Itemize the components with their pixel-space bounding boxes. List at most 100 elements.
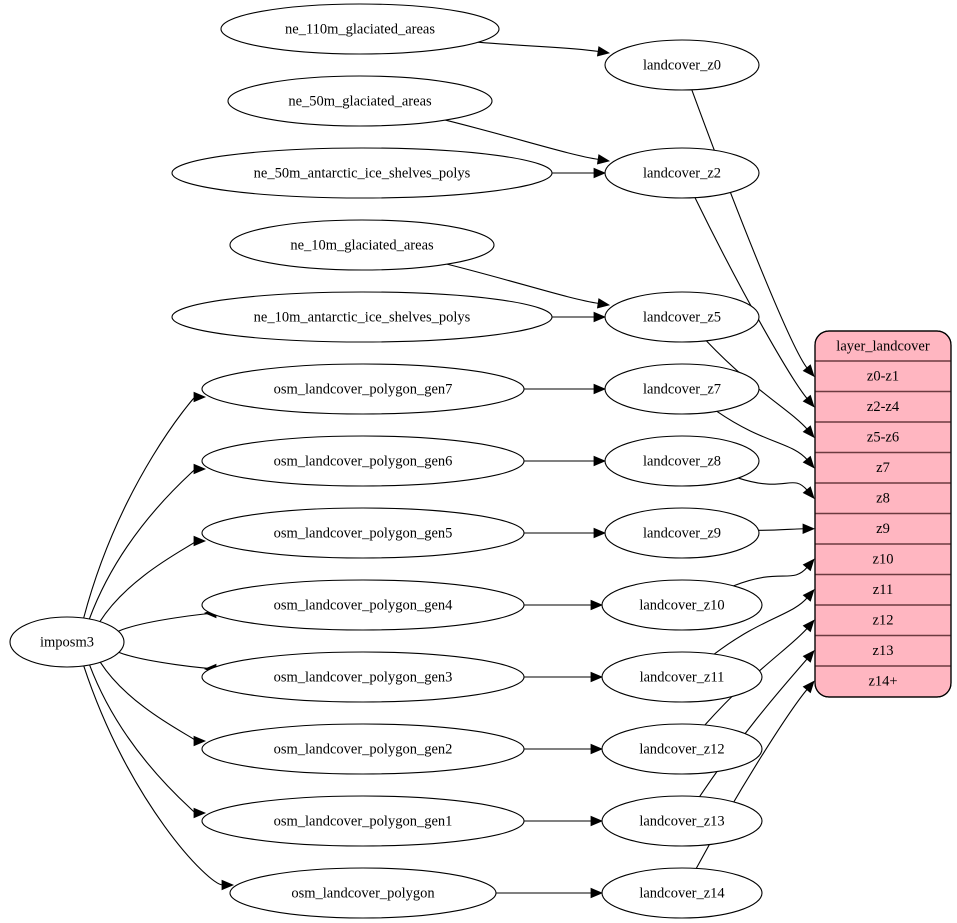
edge-ne_110m_glaciated_areas-to-landcover_z0-path	[478, 41, 600, 53]
edge-landcover_z2-to-table-z2-z4	[694, 197, 815, 408]
node-shape-ne_110m_glaciated_areas	[220, 3, 500, 55]
edge-landcover_z12-to-table-z12-path	[704, 627, 808, 726]
node-landcover_z13[interactable]: landcover_z13	[601, 795, 763, 847]
node-shape-ne_50m_antarctic_ice_shelves_polys	[171, 147, 553, 199]
layer-table-row-z8[interactable]: z8	[815, 483, 951, 514]
layer-table-row-z0-z1[interactable]: z0-z1	[815, 361, 951, 392]
layer-table-row-z12[interactable]: z12	[815, 605, 951, 636]
edge-imposm3-to-osm_landcover_polygon_gen7-path	[83, 396, 196, 619]
layer-table-row-label: z9	[876, 521, 890, 537]
node-shape-osm_landcover_polygon_gen5	[201, 507, 525, 559]
layer-table-row-z2-z4[interactable]: z2-z4	[815, 392, 951, 423]
node-shape-landcover_z13	[601, 795, 763, 847]
edge-ne_10m_glaciated_areas-to-landcover_z5	[446, 263, 611, 309]
edge-ne_10m_glaciated_areas-to-landcover_z5-path	[446, 263, 600, 305]
layer-table-row-z9[interactable]: z9	[815, 514, 951, 545]
edge-osm_landcover_polygon_gen1-to-landcover_z13	[524, 815, 604, 827]
node-label-landcover_z8: landcover_z8	[643, 453, 721, 469]
node-shape-osm_landcover_polygon_gen2	[201, 723, 525, 775]
node-label-ne_10m_antarctic_ice_shelves_polys: ne_10m_antarctic_ice_shelves_polys	[254, 309, 471, 325]
node-osm_landcover_polygon_gen6[interactable]: osm_landcover_polygon_gen6	[201, 435, 525, 487]
node-shape-osm_landcover_polygon_gen7	[201, 363, 525, 415]
node-label-ne_10m_glaciated_areas: ne_10m_glaciated_areas	[290, 237, 434, 253]
node-osm_landcover_polygon_gen7[interactable]: osm_landcover_polygon_gen7	[201, 363, 525, 415]
node-landcover_z0[interactable]: landcover_z0	[604, 39, 760, 91]
node-osm_landcover_polygon_gen3[interactable]: osm_landcover_polygon_gen3	[201, 651, 525, 703]
edge-imposm3-to-osm_landcover_polygon_gen3	[118, 651, 217, 675]
layer-table-title: layer_landcover	[836, 338, 930, 354]
layer-table-row-label: z11	[873, 582, 893, 598]
layer-table-outline	[814, 330, 952, 698]
node-shape-landcover_z14	[601, 867, 763, 919]
node-landcover_z8[interactable]: landcover_z8	[604, 435, 760, 487]
node-label-osm_landcover_polygon_gen6: osm_landcover_polygon_gen6	[274, 453, 453, 469]
node-label-landcover_z9: landcover_z9	[643, 525, 721, 541]
edge-imposm3-to-osm_landcover_polygon_gen7	[83, 391, 207, 619]
node-shape-landcover_z12	[601, 723, 763, 775]
layer-table-row-label: z0-z1	[867, 369, 899, 385]
node-shape-osm_landcover_polygon_gen1	[201, 795, 525, 847]
layer-table-row-label: z14+	[868, 674, 897, 690]
edge-imposm3-to-osm_landcover_polygon_gen6	[88, 463, 207, 620]
node-shape-landcover_z11	[601, 651, 763, 703]
layer-table-row-label: z13	[873, 643, 894, 659]
node-ne_10m_antarctic_ice_shelves_polys[interactable]: ne_10m_antarctic_ice_shelves_polys	[171, 291, 553, 343]
layer-table-row-label: z12	[873, 613, 894, 629]
node-osm_landcover_polygon_gen5[interactable]: osm_landcover_polygon_gen5	[201, 507, 525, 559]
edge-landcover_z2-to-table-z2-z4-path	[694, 197, 808, 400]
node-shape-landcover_z5	[604, 291, 760, 343]
node-osm_landcover_polygon_gen2[interactable]: osm_landcover_polygon_gen2	[201, 723, 525, 775]
edge-imposm3-to-osm_landcover_polygon_gen6-path	[88, 468, 196, 620]
node-label-osm_landcover_polygon_gen1: osm_landcover_polygon_gen1	[274, 813, 453, 829]
node-landcover_z14[interactable]: landcover_z14	[601, 867, 763, 919]
node-landcover_z11[interactable]: landcover_z11	[601, 651, 763, 703]
edge-imposm3-to-osm_landcover_polygon_gen3-path	[118, 651, 216, 670]
node-label-osm_landcover_polygon_gen2: osm_landcover_polygon_gen2	[274, 741, 453, 757]
node-label-landcover_z5: landcover_z5	[643, 309, 721, 325]
edge-landcover_z10-to-table-z10-path	[733, 566, 808, 587]
node-landcover_z2[interactable]: landcover_z2	[604, 147, 760, 199]
node-imposm3[interactable]: imposm3	[9, 616, 125, 668]
node-label-landcover_z11: landcover_z11	[640, 669, 725, 685]
edge-osm_landcover_polygon_gen3-to-landcover_z11	[524, 671, 604, 683]
node-landcover_z12[interactable]: landcover_z12	[601, 723, 763, 775]
edge-osm_landcover_polygon-to-landcover_z14	[495, 887, 604, 899]
node-shape-landcover_z7	[604, 363, 760, 415]
node-landcover_z7[interactable]: landcover_z7	[604, 363, 760, 415]
layer-table-row-z13[interactable]: z13	[815, 636, 951, 667]
node-shape-ne_50m_glaciated_areas	[227, 75, 493, 127]
node-landcover_z9[interactable]: landcover_z9	[604, 507, 760, 559]
node-shape-landcover_z2	[604, 147, 760, 199]
edge-imposm3-to-osm_landcover_polygon	[83, 665, 235, 891]
edge-landcover_z12-to-table-z12	[704, 619, 815, 726]
node-ne_10m_glaciated_areas[interactable]: ne_10m_glaciated_areas	[229, 219, 495, 271]
edge-osm_landcover_polygon_gen6-to-landcover_z8	[524, 455, 607, 467]
node-shape-landcover_z0	[604, 39, 760, 91]
edges-layer	[83, 41, 816, 899]
node-ne_110m_glaciated_areas[interactable]: ne_110m_glaciated_areas	[220, 3, 500, 55]
edge-landcover_z5-to-table-z5-z6-path	[705, 340, 808, 430]
layer-table-row-z11[interactable]: z11	[815, 575, 951, 606]
node-osm_landcover_polygon_gen1[interactable]: osm_landcover_polygon_gen1	[201, 795, 525, 847]
node-osm_landcover_polygon_gen4[interactable]: osm_landcover_polygon_gen4	[201, 579, 525, 631]
node-ne_50m_glaciated_areas[interactable]: ne_50m_glaciated_areas	[227, 75, 493, 127]
node-shape-osm_landcover_polygon_gen4	[201, 579, 525, 631]
layer-table-row-z7[interactable]: z7	[815, 453, 951, 484]
edge-imposm3-to-osm_landcover_polygon_gen1	[89, 664, 207, 819]
layer-table-row-z14+[interactable]: z14+	[815, 666, 951, 697]
node-landcover_z5[interactable]: landcover_z5	[604, 291, 760, 343]
node-label-imposm3: imposm3	[40, 634, 94, 650]
edge-landcover_z8-to-table-z8	[738, 477, 815, 500]
edge-imposm3-to-osm_landcover_polygon-path	[83, 665, 224, 886]
edge-imposm3-to-osm_landcover_polygon_gen5	[99, 535, 207, 622]
node-osm_landcover_polygon[interactable]: osm_landcover_polygon	[229, 867, 497, 919]
edge-landcover_z10-to-table-z10	[733, 558, 815, 587]
layer-table-row-z10[interactable]: z10	[815, 544, 951, 575]
layer-table-row-z5-z6[interactable]: z5-z6	[815, 422, 951, 453]
node-label-osm_landcover_polygon_gen4: osm_landcover_polygon_gen4	[274, 597, 454, 613]
node-label-landcover_z12: landcover_z12	[639, 741, 724, 757]
node-ne_50m_antarctic_ice_shelves_polys[interactable]: ne_50m_antarctic_ice_shelves_polys	[171, 147, 553, 199]
node-landcover_z10[interactable]: landcover_z10	[601, 579, 763, 631]
edge-ne_50m_glaciated_areas-to-landcover_z2-path	[445, 119, 600, 161]
